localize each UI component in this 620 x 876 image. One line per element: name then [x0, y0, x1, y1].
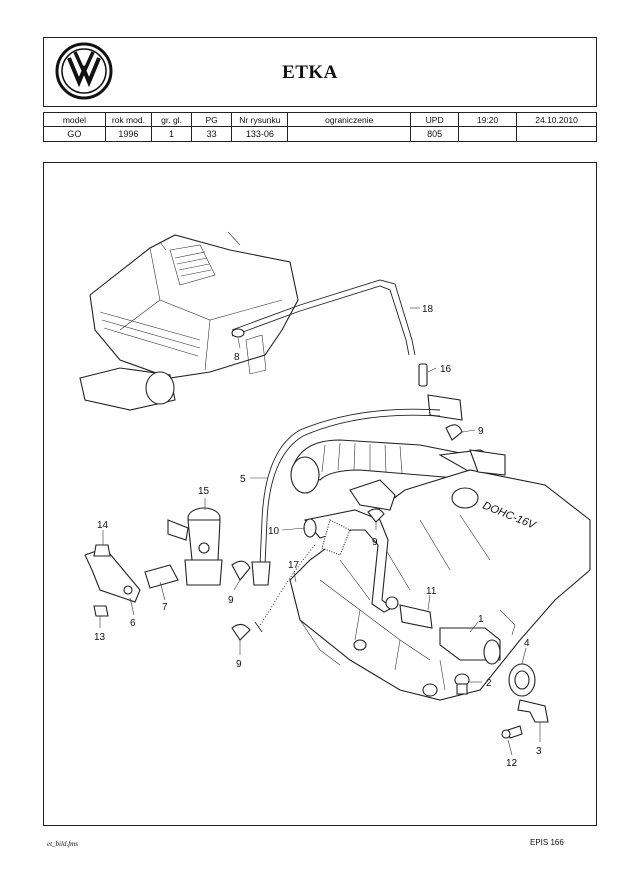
col-header: ograniczenie — [287, 112, 412, 127]
col-header: gr. gl. — [151, 112, 193, 127]
col-header: rok mod. — [104, 112, 153, 127]
table-cell: 1 — [151, 126, 193, 142]
air-filter-housing — [79, 231, 299, 411]
table-cell: 1996 — [104, 126, 153, 142]
callout-2: 2 — [486, 678, 492, 689]
callout-14: 14 — [97, 520, 109, 531]
table-cell: GO — [43, 126, 106, 142]
vw-logo-icon — [55, 42, 113, 100]
callout-3: 3 — [536, 746, 542, 757]
callout-8: 8 — [234, 352, 240, 363]
callout-9: 9 — [236, 659, 242, 670]
parts-diagram: DOHC-16V — [44, 163, 596, 825]
col-header: PG — [191, 112, 233, 127]
intake-manifold: DOHC-16V — [289, 469, 591, 701]
col-header: Nr rysunku — [231, 112, 289, 127]
callout-10: 10 — [268, 526, 280, 537]
footer-page-code: EPIS 166 — [530, 838, 564, 847]
table-cell: 133-06 — [231, 126, 289, 142]
callout-6: 6 — [130, 618, 136, 629]
callout-17: 17 — [288, 560, 300, 571]
callout-1: 1 — [478, 614, 484, 625]
callout-15: 15 — [198, 486, 210, 497]
callout-4: 4 — [524, 638, 530, 649]
table-cell — [458, 126, 518, 142]
intake-duct — [290, 394, 501, 494]
callout-18: 18 — [422, 304, 434, 315]
callout-13: 13 — [94, 632, 106, 643]
callout-5: 5 — [240, 474, 246, 485]
table-cell — [516, 126, 597, 142]
valve-assembly — [167, 507, 223, 586]
header-box — [43, 37, 597, 107]
meta-table: model rok mod. gr. gl. PG Nr rysunku ogr… — [43, 112, 597, 142]
callout-7: 7 — [162, 602, 168, 613]
callout-16: 16 — [440, 364, 452, 375]
callout-11: 11 — [426, 586, 437, 597]
col-header: UPD — [410, 112, 460, 127]
table-cell — [287, 126, 412, 142]
callout-9: 9 — [478, 426, 484, 437]
callout-12: 12 — [506, 758, 518, 769]
callout-9: 9 — [228, 595, 234, 606]
page-title: ETKA — [282, 62, 338, 83]
table-cell: 33 — [191, 126, 233, 142]
col-header: 19:20 — [458, 112, 518, 127]
diagram-frame — [43, 162, 597, 826]
table-cell: 805 — [410, 126, 460, 142]
footer-filename: et_bild.fms — [47, 840, 78, 848]
col-header: 24.10.2010 — [516, 112, 597, 127]
col-header: model — [43, 112, 106, 127]
callout-9: 9 — [372, 537, 378, 548]
